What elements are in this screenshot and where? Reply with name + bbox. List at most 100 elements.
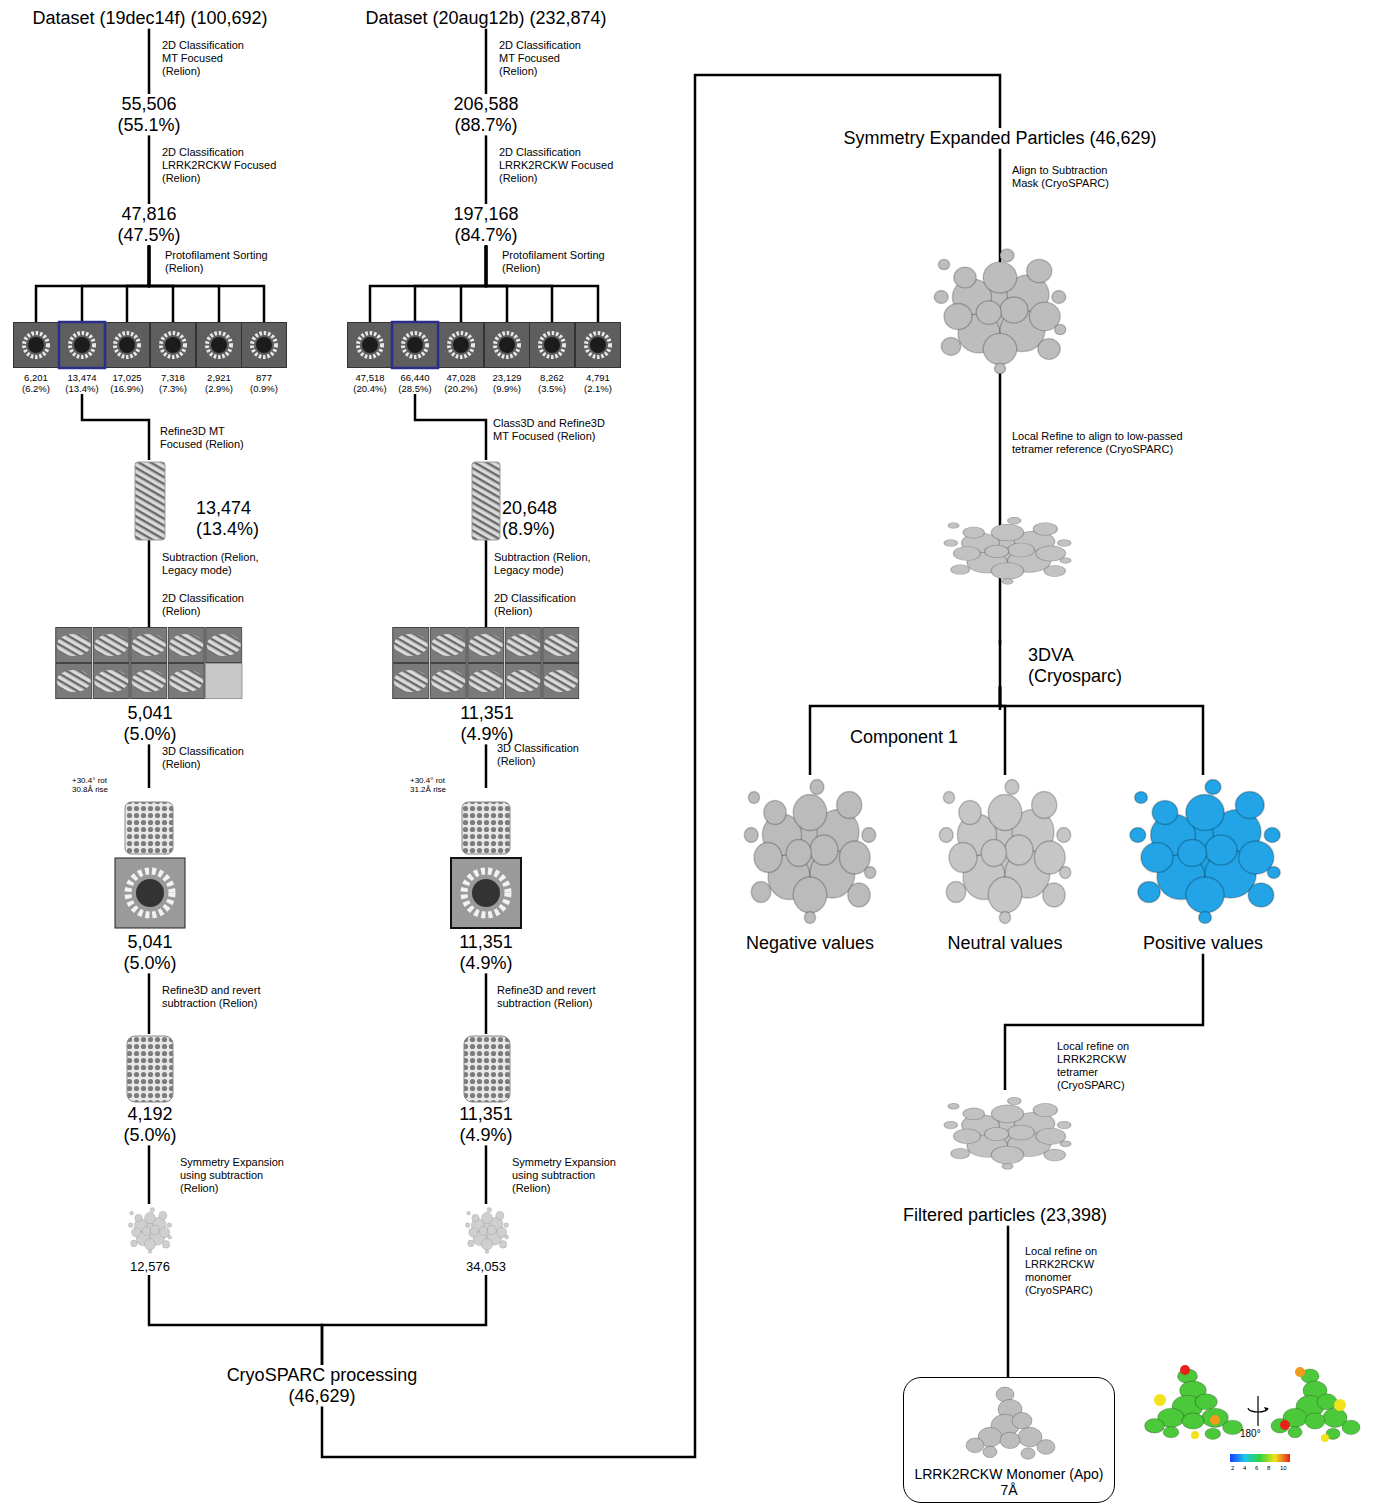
illustration-part [939,780,1071,924]
node-text: Symmetry Expanded Particles (46,629) [820,128,1180,149]
illustration-part [966,1387,1055,1459]
illustration-part [451,858,521,928]
flow-connector [127,245,149,322]
flow-connector [485,135,488,204]
illustration-part [1230,1454,1290,1462]
node-text: 34,053 [446,1260,526,1275]
count-node: 5,041 (5.0%) [100,788,200,973]
flow-connector [485,29,488,94]
node-text: 877 (0.9%) [241,372,287,394]
illustration-part [464,871,508,915]
count-node: Filtered particles (23,398) [875,1090,1135,1226]
illustration-part [206,628,242,663]
node-text: 17,025 (16.9%) [104,372,150,394]
class-thumbnail: 4,791 (2.1%) [575,322,621,394]
class-thumbnails [14,322,621,368]
illustration-part [430,664,466,699]
illustration-part [168,628,204,663]
illustration-part [206,664,243,699]
illustration-part [472,462,500,540]
count-node: 34,053 [446,1204,526,1275]
step-label: Protofilament Sorting (Relion) [165,249,290,275]
class-thumbnail: 17,025 (16.9%) [104,322,150,394]
node-text: 206,588 (88.7%) [441,94,531,135]
note-label: 6 [1255,1465,1258,1472]
count-node: 5,041 (5.0%) [55,627,245,744]
illustration-part [392,322,438,368]
step-label: Class3D and Refine3D MT Focused (Relion) [493,417,623,443]
flow-connector [148,744,151,788]
node-text: 5,041 (5.0%) [105,932,195,973]
illustration-part [530,323,575,368]
illustration-part [1264,1407,1268,1411]
illustration-part [462,802,510,854]
step-label: Protofilament Sorting (Relion) [502,249,627,275]
count-node: 3DVA (Cryosparc) [990,645,1140,686]
flow-connector [322,75,1000,1457]
step-label: Refine3D and revert subtraction (Relion) [497,984,607,1010]
illustration-part [105,323,150,368]
flow-connector [148,29,151,94]
node-text: 55,506 (55.1%) [104,94,194,135]
node-text: LRRK2RCKW Monomer (Apo) [904,1466,1114,1482]
illustration-part [1191,1431,1199,1439]
node-text: 4,791 (2.1%) [575,372,621,394]
node-text: 47,816 (47.5%) [104,204,194,245]
class-thumbnail: 13,474 (13.4%) [59,322,105,394]
illustration-part [543,664,579,699]
node-text: 3DVA (Cryosparc) [1028,645,1133,686]
flow-connector [1005,954,1203,1090]
step-label: Align to Subtraction Mask (CryoSPARC) [1012,164,1122,190]
count-node: 47,816 (47.5%) [99,204,199,245]
illustration-part [468,628,504,663]
count-node: Dataset (20aug12b) (232,874) [346,8,626,29]
count-node: Symmetry Expanded Particles (46,629) [820,128,1180,149]
node-text: 20,648 (8.9%) [502,498,574,539]
flow-connector [82,245,149,322]
illustration-part [465,1207,508,1253]
illustration-part [439,323,484,368]
illustration-part [131,628,167,663]
flow-connector [148,1145,151,1204]
note-label: 2D Classification (Relion) [162,592,257,618]
count-node: 11,351 (4.9%) [392,627,582,744]
step-label: 2D Classification LRRK2RCKW Focused (Rel… [162,146,277,185]
node-text: CryoSPARC processing (46,629) [222,1365,422,1406]
cryosparc-maps [744,249,1280,1459]
note-label: Component 1 [850,727,958,748]
node-text: 8,262 (3.5%) [529,372,575,394]
step-label: Local refine on LRRK2RCKW monomer (CryoS… [1025,1245,1120,1297]
step-label: Subtraction (Relion, Legacy mode) [494,551,619,577]
illustration-part [1321,1434,1329,1442]
node-text: 7,318 (7.3%) [150,372,196,394]
note-label: 2D Classification (Relion) [494,592,589,618]
count-node: Neutral values [920,775,1090,954]
microtubule-maps [135,462,500,540]
node-text: 7Å [904,1482,1114,1498]
illustration-part [393,323,438,368]
note-label: 10 [1280,1465,1287,1472]
flow-connector [485,973,488,1034]
illustration-part [472,879,500,907]
count-node: 12,576 [110,1204,190,1275]
illustration-part [128,1207,171,1253]
illustration-part [744,780,876,924]
illustration-part [543,628,579,663]
count-node: Negative values [725,775,895,954]
node-text: Filtered particles (23,398) [875,1205,1135,1226]
count-node: 13,474 (13.4%) [128,460,268,539]
count-node: 11,351 (4.9%) [436,1034,536,1145]
illustration-part [1271,1369,1360,1439]
class-thumbnail: 2,921 (2.9%) [196,322,242,394]
flow-connector [1007,1226,1010,1377]
node-text: 11,351 (4.9%) [441,1104,531,1145]
node-text: 11,351 (4.9%) [442,703,532,744]
illustration-part [1130,780,1280,924]
node-text: 12,576 [110,1260,190,1275]
count-node: Dataset (19dec14f) (100,692) [10,8,290,29]
count-node: CryoSPARC processing (46,629) [212,1365,432,1406]
flow-connector [415,394,486,460]
step-label: 2D Classification LRRK2RCKW Focused (Rel… [499,146,614,185]
illustration-part [1295,1367,1305,1377]
